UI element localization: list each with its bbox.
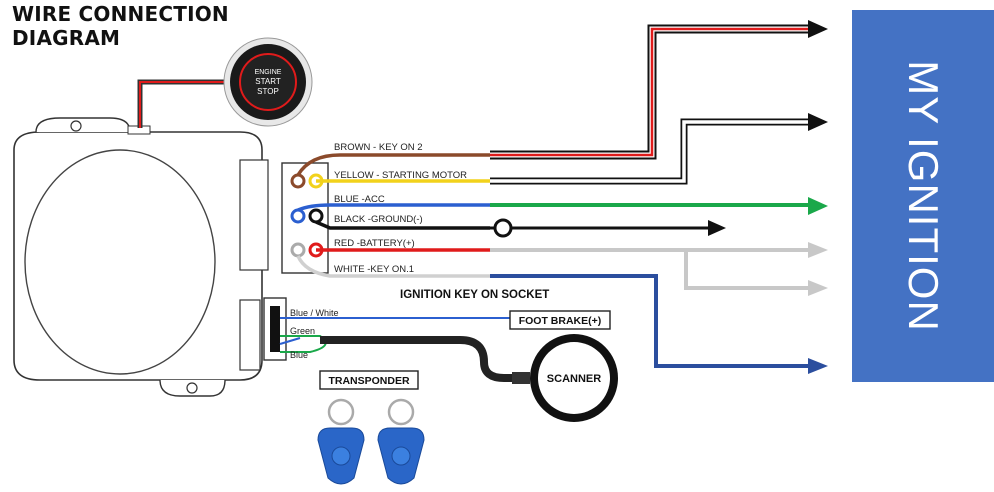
button-text-start: START xyxy=(255,77,281,86)
transponder-key-fob-1 xyxy=(317,398,365,485)
transponder-key-fob-2 xyxy=(377,398,425,485)
arrow-head-1 xyxy=(808,20,828,38)
socket-connector xyxy=(263,297,287,361)
scanner-ring: SCANNER xyxy=(530,334,618,422)
wire-label-brown: BROWN - KEY ON 2 xyxy=(334,142,423,153)
my-ignition-panel: MY IGNITION xyxy=(852,10,994,382)
button-text-stop: STOP xyxy=(257,87,279,96)
arrow-head-4 xyxy=(708,220,726,236)
wire-label-blue: BLUE -ACC xyxy=(334,194,385,205)
wire-label-red: RED -BATTERY(+) xyxy=(334,238,415,249)
button-text-engine: ENGINE xyxy=(255,69,282,76)
wire-label-yellow: YELLOW - STARTING MOTOR xyxy=(334,170,467,181)
socket-label: IGNITION KEY ON SOCKET xyxy=(400,289,549,301)
scanner-label: SCANNER xyxy=(547,373,601,385)
arrow-head-2 xyxy=(808,113,828,131)
my-ignition-label: MY IGNITION xyxy=(900,60,947,332)
socket-wire-blue: Blue xyxy=(290,350,308,360)
foot-brake-label: FOOT BRAKE(+) xyxy=(519,315,602,327)
engine-start-stop-button: ENGINE START STOP xyxy=(223,37,313,127)
control-module xyxy=(13,117,269,397)
arrow-head-3 xyxy=(808,197,828,215)
arrow-head-6 xyxy=(808,280,828,296)
wire-label-white: WHITE -KEY ON.1 xyxy=(334,264,414,275)
arrow-head-5 xyxy=(808,242,828,258)
diagram-title: WIRE CONNECTION DIAGRAM xyxy=(12,2,229,50)
transponder-label: TRANSPONDER xyxy=(328,375,410,387)
title-line-2: DIAGRAM xyxy=(12,26,121,50)
arrow-head-7 xyxy=(808,358,828,374)
title-line-1: WIRE CONNECTION xyxy=(12,2,229,26)
socket-wire-green: Green xyxy=(290,326,315,336)
wire-label-black: BLACK -GROUND(-) xyxy=(334,214,423,225)
socket-wire-blue-white: Blue / White xyxy=(290,308,339,318)
